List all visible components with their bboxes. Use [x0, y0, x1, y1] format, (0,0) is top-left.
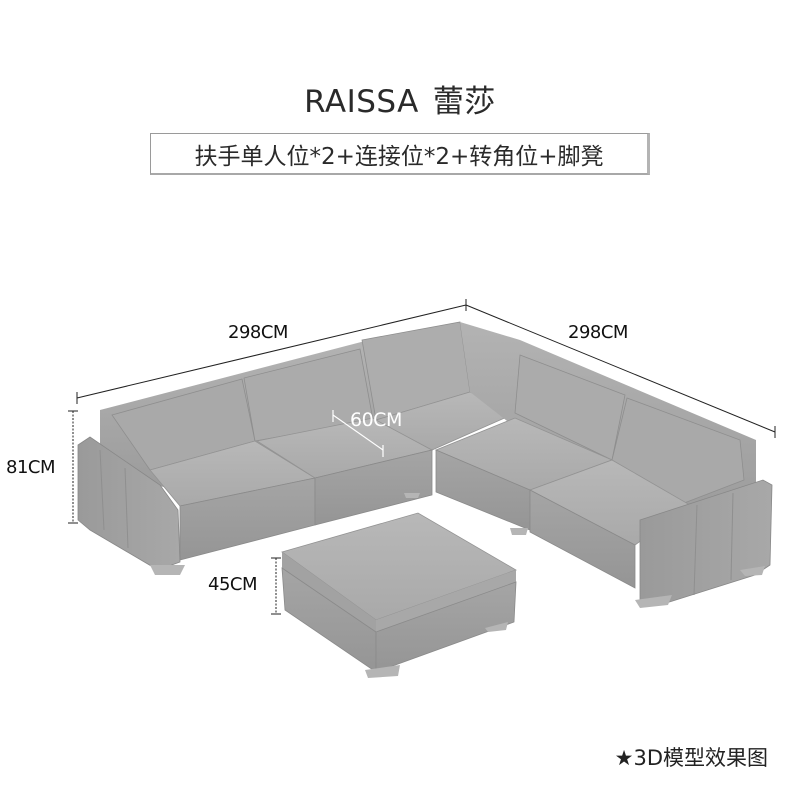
seat-depth-label: 60CM — [350, 409, 402, 431]
star-icon: ★ — [614, 746, 634, 770]
title-english: RAISSA — [304, 84, 419, 120]
height-label: 81CM — [6, 457, 56, 478]
left-length-label: 298CM — [228, 322, 288, 343]
right-length-label: 298CM — [568, 322, 628, 343]
ottoman-height-label: 45CM — [208, 574, 258, 595]
footer-text: 3D模型效果图 — [633, 746, 768, 770]
title-chinese: 蕾莎 — [432, 84, 496, 120]
product-title: RAISSA 蕾莎 — [0, 76, 800, 121]
configuration-box: 扶手单人位*2+连接位*2+转角位+脚凳 — [150, 133, 650, 175]
seat-depth-line — [332, 410, 384, 457]
dimension-lines — [68, 299, 776, 615]
ottoman — [281, 512, 517, 678]
left-sofa-section — [77, 321, 517, 575]
right-sofa-section — [434, 322, 773, 608]
footer-note: ★3D模型效果图 — [615, 742, 768, 772]
configuration-text: 扶手单人位*2+连接位*2+转角位+脚凳 — [194, 143, 604, 170]
